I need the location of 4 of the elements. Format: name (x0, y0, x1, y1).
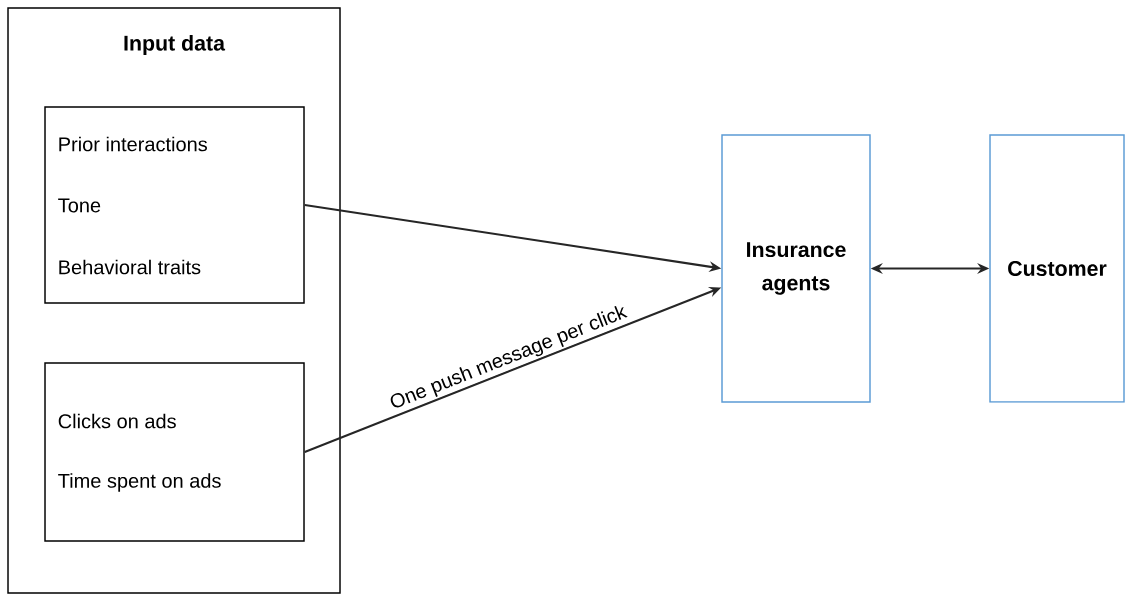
process-box: Insurance agents (721, 134, 871, 403)
input-box: Prior interactions Tone Behavioral traits (44, 106, 305, 304)
process-box: Customer (989, 134, 1125, 403)
input-box: Clicks on ads Time spent on ads (44, 362, 305, 542)
